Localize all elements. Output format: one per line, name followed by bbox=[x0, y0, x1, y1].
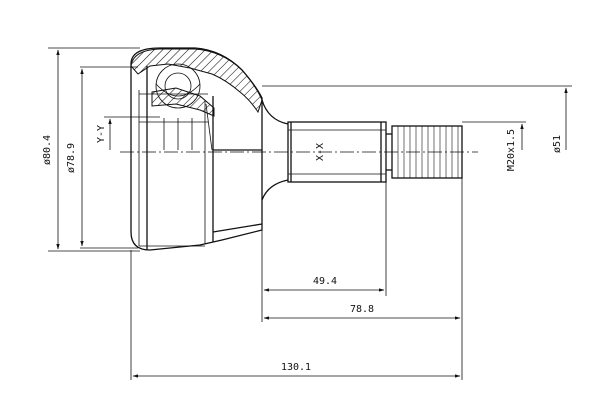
label-inner-diameter: ø78.9 bbox=[66, 143, 77, 173]
label-section-x: X-X bbox=[315, 143, 326, 161]
bell-housing bbox=[130, 47, 263, 251]
label-outer-diameter: ø80.4 bbox=[42, 135, 53, 165]
label-seal-diameter: ø51 bbox=[552, 135, 563, 153]
label-thread: M20x1.5 bbox=[506, 129, 517, 171]
dim-shaft-length: 78.8 bbox=[350, 304, 374, 315]
left-dimensions bbox=[48, 47, 160, 252]
label-section-y: Y-Y bbox=[96, 125, 107, 143]
dim-spline-length: 49.4 bbox=[313, 276, 337, 287]
shaft bbox=[261, 99, 463, 201]
bottom-dimensions bbox=[130, 178, 463, 380]
right-dimensions bbox=[262, 85, 572, 150]
dim-overall-length: 130.1 bbox=[281, 362, 311, 373]
